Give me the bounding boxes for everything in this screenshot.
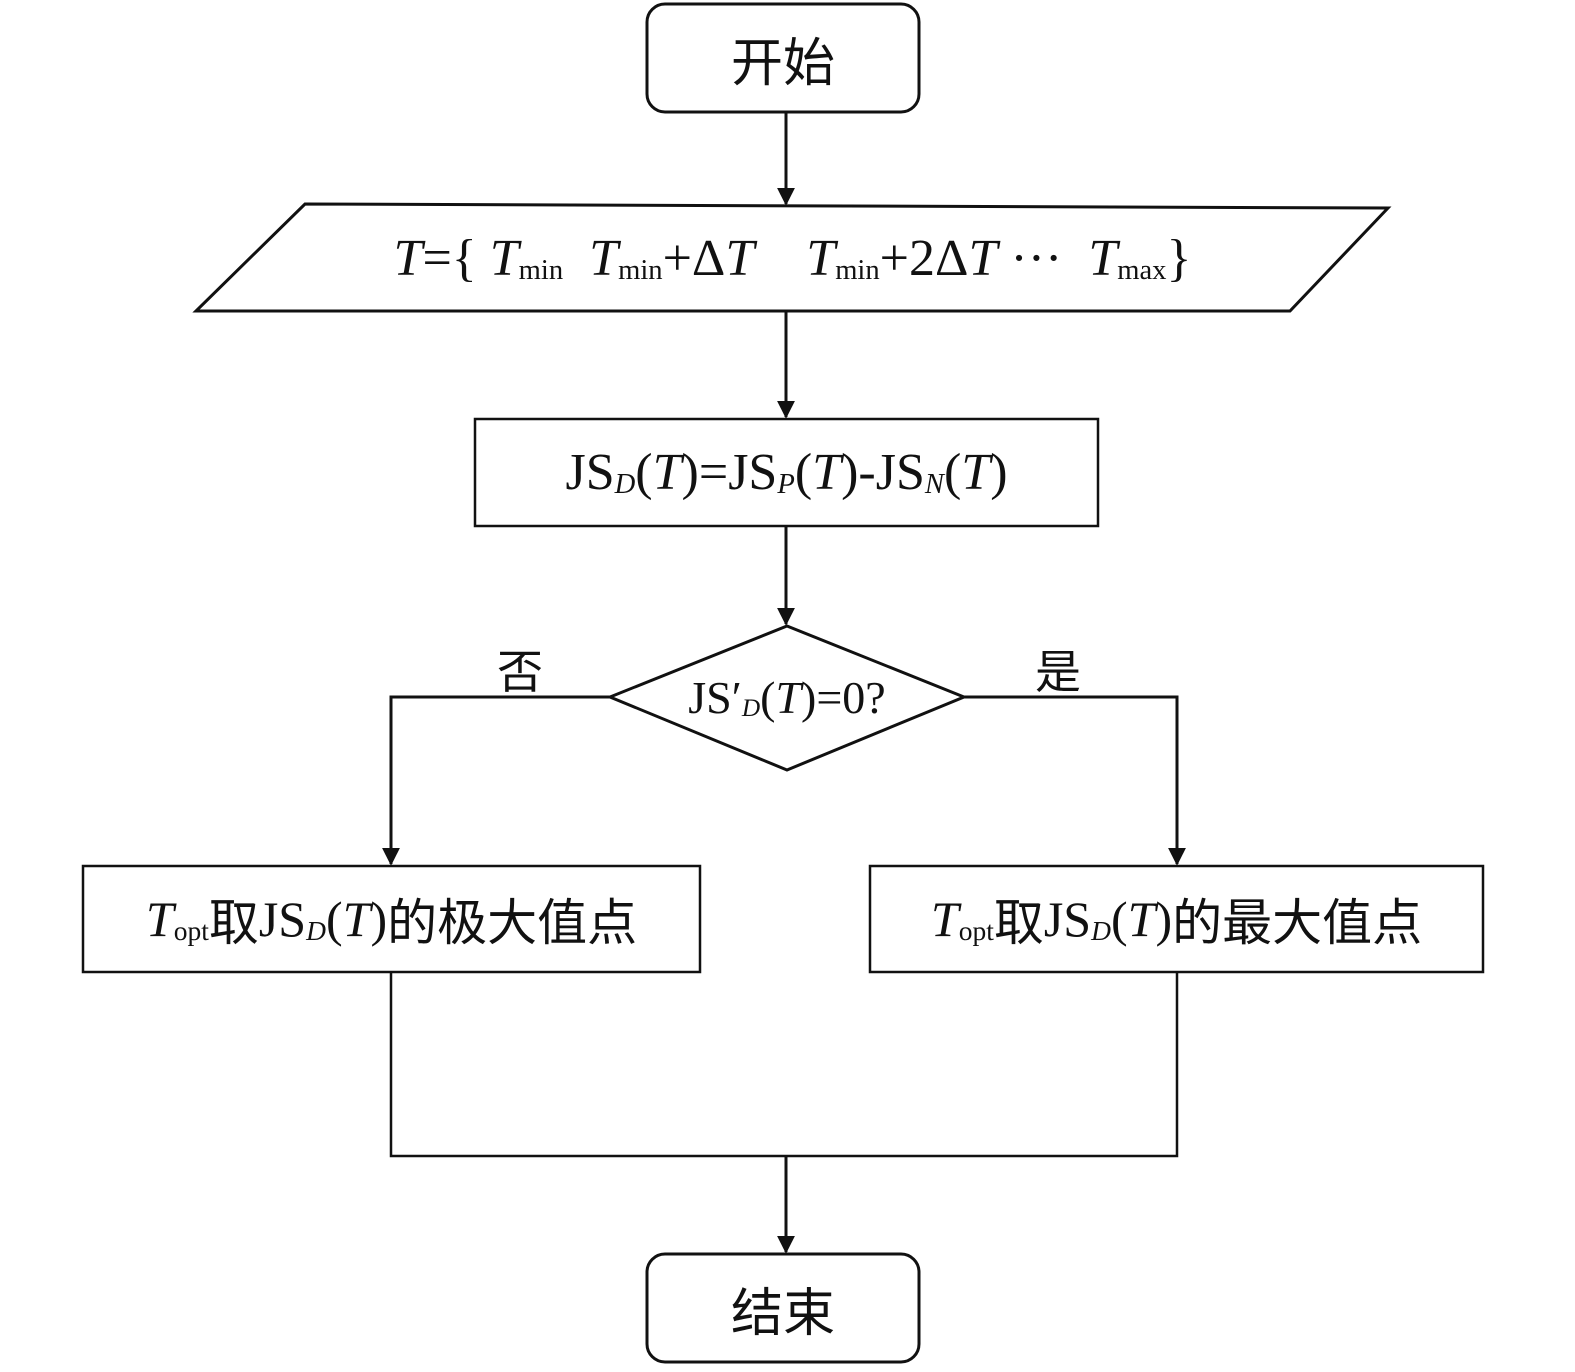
t-opt: T [145, 891, 174, 947]
t-set-var: T [393, 229, 423, 287]
ellipsis: ··· [1010, 229, 1063, 287]
equals-zero-question: =0? [816, 671, 886, 723]
t: T [342, 891, 371, 947]
paren-open: ( [325, 891, 343, 947]
edge-merge [389, 972, 1179, 1158]
t-1: T [652, 444, 682, 501]
end-label: 结束 [647, 1254, 919, 1362]
process-box [473, 417, 1100, 528]
sub-d: D [306, 915, 326, 947]
paren-open: ( [1110, 891, 1128, 947]
paren-open-3: ( [943, 444, 962, 501]
take: 取 [208, 894, 259, 952]
paren-close-3: ) [990, 444, 1008, 501]
delta-t-2: T [968, 229, 998, 287]
take: 取 [993, 894, 1044, 952]
edge-decision-no [382, 695, 610, 866]
paren-close-2: ) [841, 444, 859, 501]
t: T [775, 671, 802, 723]
js-p: JS [728, 444, 778, 501]
t-min-2: T [589, 229, 619, 287]
t-3: T [961, 444, 991, 501]
paren-close: ) [801, 671, 817, 723]
js: JS [688, 671, 732, 723]
sub-p: P [777, 469, 795, 501]
paren-open: ( [760, 671, 776, 723]
start-terminal [645, 2, 921, 114]
t-min-1: T [489, 229, 519, 287]
t-max: T [1088, 229, 1118, 287]
sub-d: D [614, 469, 636, 501]
input-parallelogram [192, 202, 1392, 313]
sub-n: N [924, 469, 944, 501]
delta-1: Δ [691, 229, 726, 287]
opt-sub: opt [173, 915, 209, 947]
eq-open-brace: ={ [422, 229, 477, 287]
decision-formula: JS′D(T)=0? [610, 650, 964, 744]
opt-sub: opt [958, 915, 994, 947]
right-result-box [868, 864, 1485, 974]
branch-no-label: 否 [497, 645, 543, 699]
min-sub-2: min [618, 254, 663, 286]
edge-decision-yes [964, 695, 1186, 866]
prime: ′ [731, 671, 742, 723]
js-n: JS [875, 444, 925, 501]
end-terminal [645, 1252, 921, 1364]
t-opt: T [930, 891, 959, 947]
sub-d: D [741, 693, 761, 722]
suffix: 的最大值点 [1172, 894, 1423, 952]
plus-2: +2 [879, 229, 935, 287]
paren-close: ) [370, 891, 388, 947]
close-brace: } [1166, 229, 1192, 287]
max-sub: max [1117, 254, 1167, 286]
end-text: 结束 [730, 1283, 835, 1344]
min-sub-3: min [835, 254, 880, 286]
paren-open-1: ( [635, 444, 653, 501]
delta-t-1: T [725, 229, 755, 287]
equals: = [698, 444, 729, 501]
start-text: 开始 [730, 33, 835, 94]
t: T [1127, 891, 1156, 947]
js: JS [258, 891, 307, 947]
paren-close: ) [1155, 891, 1173, 947]
min-sub-1: min [518, 254, 564, 286]
left-result-box [81, 864, 702, 974]
js-d: JS [565, 444, 615, 501]
suffix: 的极大值点 [387, 894, 638, 952]
paren-close-1: ) [681, 444, 699, 501]
js: JS [1043, 891, 1092, 947]
decision-diamond [606, 624, 968, 772]
start-label: 开始 [647, 4, 919, 112]
delta-2: Δ [935, 229, 969, 287]
sub-d: D [1091, 915, 1111, 947]
paren-open-2: ( [794, 444, 813, 501]
minus: - [858, 444, 876, 501]
t-2: T [812, 444, 842, 501]
t-min-3: T [806, 229, 836, 287]
plus-1: + [662, 229, 692, 287]
branch-yes-label: 是 [1035, 645, 1081, 699]
